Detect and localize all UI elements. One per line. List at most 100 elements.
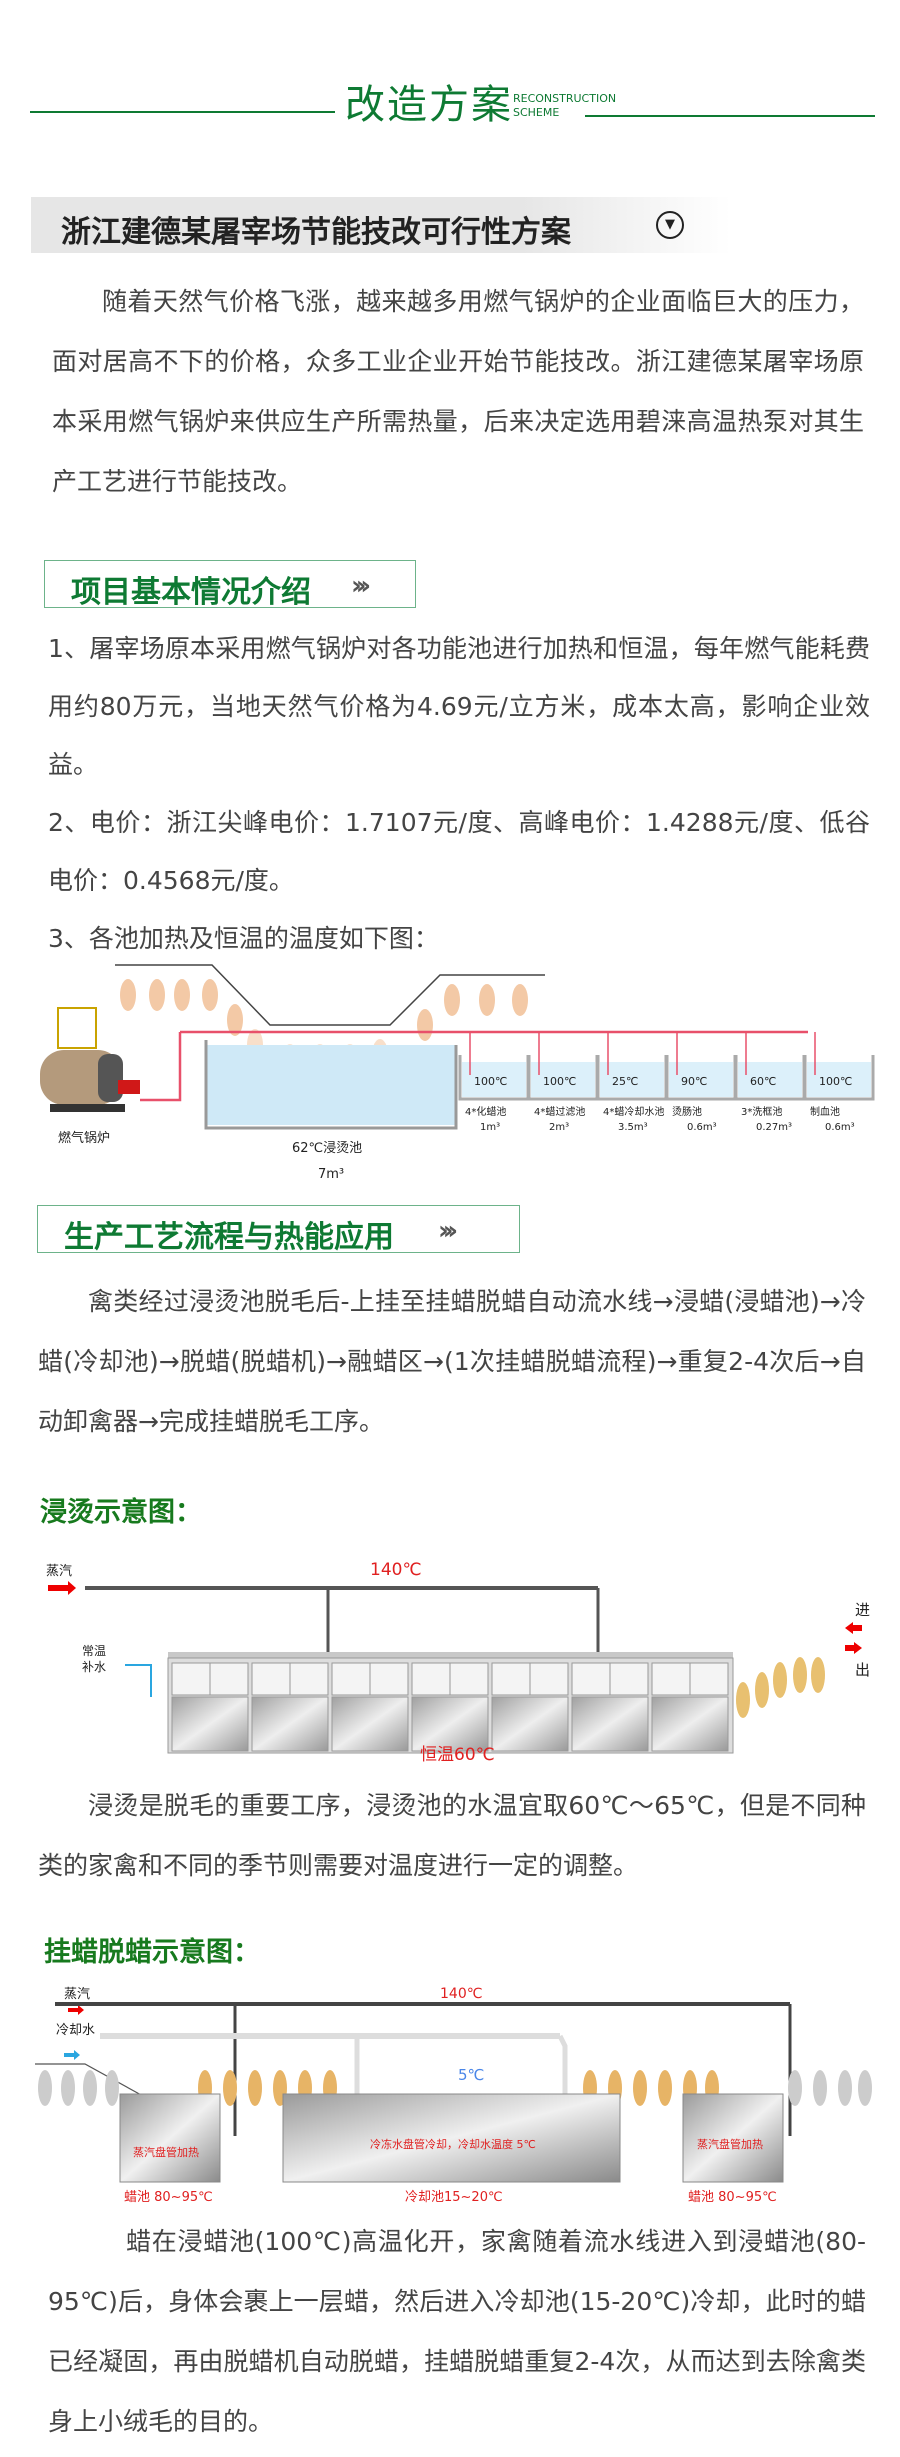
water-label: 补水 xyxy=(82,1660,106,1674)
chevron-down-circle-icon[interactable]: ▼ xyxy=(656,211,684,239)
wax-diagram: 蒸汽 140℃ 冷却水 5℃ 蒸汽盘管加热 蜡池 80~95℃ 冷冻水盘管冷却，… xyxy=(35,1986,872,2205)
pool-temp: 90℃ xyxy=(681,1075,707,1088)
pool: 60℃ 3*洗框池 0.27m³ xyxy=(734,1032,806,1133)
poultry-icon xyxy=(838,2070,852,2106)
list-item: 3、各池加热及恒温的温度如下图： xyxy=(48,924,439,953)
subtitle-line: SCHEME xyxy=(513,106,560,119)
header-divider-right xyxy=(585,115,875,117)
pool: 90℃ 烫肠池 0.6m³ xyxy=(665,1032,737,1133)
pool: 100℃ 4*蜡过滤池 2m³ xyxy=(527,1032,599,1133)
project-info-list: 1、屠宰场原本采用燃气锅炉对各功能池进行加热和恒温，每年燃气能耗费用约80万元，… xyxy=(48,620,870,968)
pool-name: 烫肠池 xyxy=(672,1105,702,1118)
heating-label: 蒸汽盘管加热 xyxy=(133,2145,199,2159)
scald-pool-label: 62℃浸烫池 xyxy=(292,1141,362,1156)
steam-arrow-icon xyxy=(68,2005,84,2015)
poultry-icon xyxy=(858,2070,872,2106)
subtitle-line: RECONSTRUCTION xyxy=(513,92,617,105)
boiler-label: 燃气锅炉 xyxy=(58,1130,110,1146)
conveyor-line xyxy=(35,2063,144,2097)
steam-arrow-icon xyxy=(48,1585,68,1591)
pool-name: 4*蜡过滤池 xyxy=(534,1105,585,1118)
gas-boiler-icon xyxy=(40,1007,140,1112)
pool-volume: 2m³ xyxy=(549,1122,569,1133)
pool-name: 3*洗框池 xyxy=(741,1105,782,1118)
right-wax-pool xyxy=(682,2093,784,2183)
list-item: 1、屠宰场原本采用燃气锅炉对各功能池进行加热和恒温，每年燃气能耗费用约80万元，… xyxy=(48,634,870,779)
pool-temp: 100℃ xyxy=(819,1075,852,1088)
header-divider-left xyxy=(30,111,335,113)
section-heading-process: 生产工艺流程与热能应用 ››› xyxy=(37,1205,520,1255)
section-title: 项目基本情况介绍 xyxy=(71,575,311,610)
in-arrow-icon xyxy=(845,1622,862,1634)
pool-temp: 100℃ xyxy=(543,1075,576,1088)
poultry-icon xyxy=(813,2070,827,2106)
pool-volume: 3.5m³ xyxy=(618,1122,648,1133)
case-title: 浙江建德某屠宰场节能技改可行性方案 xyxy=(61,215,571,250)
poultry-icon xyxy=(633,2070,647,2106)
in-label: 进 xyxy=(855,1601,870,1619)
pool-name: 制血池 xyxy=(810,1105,840,1118)
scald-tank xyxy=(167,1657,734,1754)
page-title: 改造方案 xyxy=(345,82,513,128)
steam-temp-label: 140℃ xyxy=(440,1986,482,2002)
list-item: 2、电价：浙江尖峰电价：1.7107元/度、高峰电价：1.4288元/度、低谷电… xyxy=(48,808,870,895)
wax-paragraph: 蜡在浸蜡池(100℃)高温化开，家禽随着流水线进入到浸蜡池(80-95℃)后，身… xyxy=(48,2227,866,2436)
left-wax-pool xyxy=(119,2093,221,2183)
intro-paragraph: 随着天然气价格飞涨，越来越多用燃气锅炉的企业面临巨大的压力，面对居高不下的价格，… xyxy=(52,287,864,496)
steam-label: 蒸汽 xyxy=(64,1987,90,2002)
poultry-icon xyxy=(38,2070,52,2106)
poultry-icons xyxy=(736,1657,825,1718)
poultry-icon xyxy=(658,2070,672,2106)
pool-temp: 100℃ xyxy=(474,1075,507,1088)
scald-pool-volume: 7m³ xyxy=(318,1167,344,1182)
steam-temp-label: 140℃ xyxy=(370,1560,422,1580)
out-arrow-icon xyxy=(845,1642,862,1654)
cooling-label: 冷冻水盘管冷却，冷却水温度 5℃ xyxy=(370,2137,536,2151)
triple-chevron-icon: ››› xyxy=(351,571,371,601)
pool-temperature-diagram: 燃气锅炉 62℃浸烫池 7m³ 100℃ 4*化蜡池 1m³ 100℃ 4*蜡过滤池 2m… xyxy=(40,964,875,1182)
scald-pool-water xyxy=(207,1045,457,1125)
triple-chevron-icon: ››› xyxy=(438,1216,458,1246)
cooling-pool-label: 冷却池15~20℃ xyxy=(405,2190,503,2205)
wax-pool-label: 蜡池 80~95℃ xyxy=(688,2190,777,2205)
pool-temp: 25℃ xyxy=(612,1075,638,1088)
cooling-arrow-icon xyxy=(64,2050,80,2060)
pool: 25℃ 4*蜡冷却水池 3.5m³ xyxy=(596,1032,668,1133)
pool-volume: 0.27m³ xyxy=(756,1122,792,1133)
wax-pool-label: 蜡池 80~95℃ xyxy=(124,2190,213,2205)
cooling-water-label: 冷却水 xyxy=(56,2023,95,2038)
pool-row: 100℃ 4*化蜡池 1m³ 100℃ 4*蜡过滤池 2m³ 25℃ 4*蜡冷却水池 3.5m³… xyxy=(458,1032,875,1133)
case-title-bar[interactable]: 浙江建德某屠宰场节能技改可行性方案 ▼ xyxy=(31,197,731,253)
pool-volume: 1m³ xyxy=(480,1122,500,1133)
pool: 100℃ 制血池 0.6m³ xyxy=(803,1032,875,1133)
poultry-icon xyxy=(248,2070,262,2106)
process-paragraph: 禽类经过浸烫池脱毛后-上挂至挂蜡脱蜡自动流水线→浸蜡(浸蜡池)→冷蜡(冷却池)→… xyxy=(38,1287,866,1436)
wax-diagram-heading: 挂蜡脱蜡示意图： xyxy=(44,1937,260,1968)
constant-temp-label: 恒温60℃ xyxy=(420,1745,495,1765)
section-heading-project-info: 项目基本情况介绍 ››› xyxy=(44,560,416,610)
pool-temp: 60℃ xyxy=(750,1075,776,1088)
pool-volume: 0.6m³ xyxy=(825,1122,855,1133)
poultry-icon xyxy=(788,2070,802,2106)
pool-name: 4*蜡冷却水池 xyxy=(603,1105,664,1118)
pool-name: 4*化蜡池 xyxy=(465,1105,506,1118)
poultry-icon xyxy=(83,2070,97,2106)
steam-label: 蒸汽 xyxy=(46,1564,72,1579)
cooling-pool xyxy=(282,2093,621,2183)
water-inlet-pipe xyxy=(125,1664,152,1697)
poultry-icon xyxy=(61,2070,75,2106)
pool: 100℃ 4*化蜡池 1m³ xyxy=(458,1032,530,1133)
section-title: 生产工艺流程与热能应用 xyxy=(64,1220,394,1255)
conveyor-line xyxy=(115,964,545,1026)
cold-temp-label: 5℃ xyxy=(458,2066,484,2084)
water-label: 常温 xyxy=(82,1644,106,1658)
scald-diagram: 蒸汽 140℃ 常温 补水 进 出 恒温60℃ xyxy=(46,1560,870,1765)
poultry-icon xyxy=(105,2070,119,2106)
heating-label: 蒸汽盘管加热 xyxy=(697,2137,763,2151)
poultry-icon xyxy=(223,2070,237,2106)
pool-volume: 0.6m³ xyxy=(687,1122,717,1133)
scald-diagram-heading: 浸烫示意图： xyxy=(40,1497,202,1528)
out-label: 出 xyxy=(855,1661,870,1679)
scald-paragraph: 浸烫是脱毛的重要工序，浸烫池的水温宜取60℃～65℃，但是不同种类的家禽和不同的… xyxy=(38,1791,866,1880)
